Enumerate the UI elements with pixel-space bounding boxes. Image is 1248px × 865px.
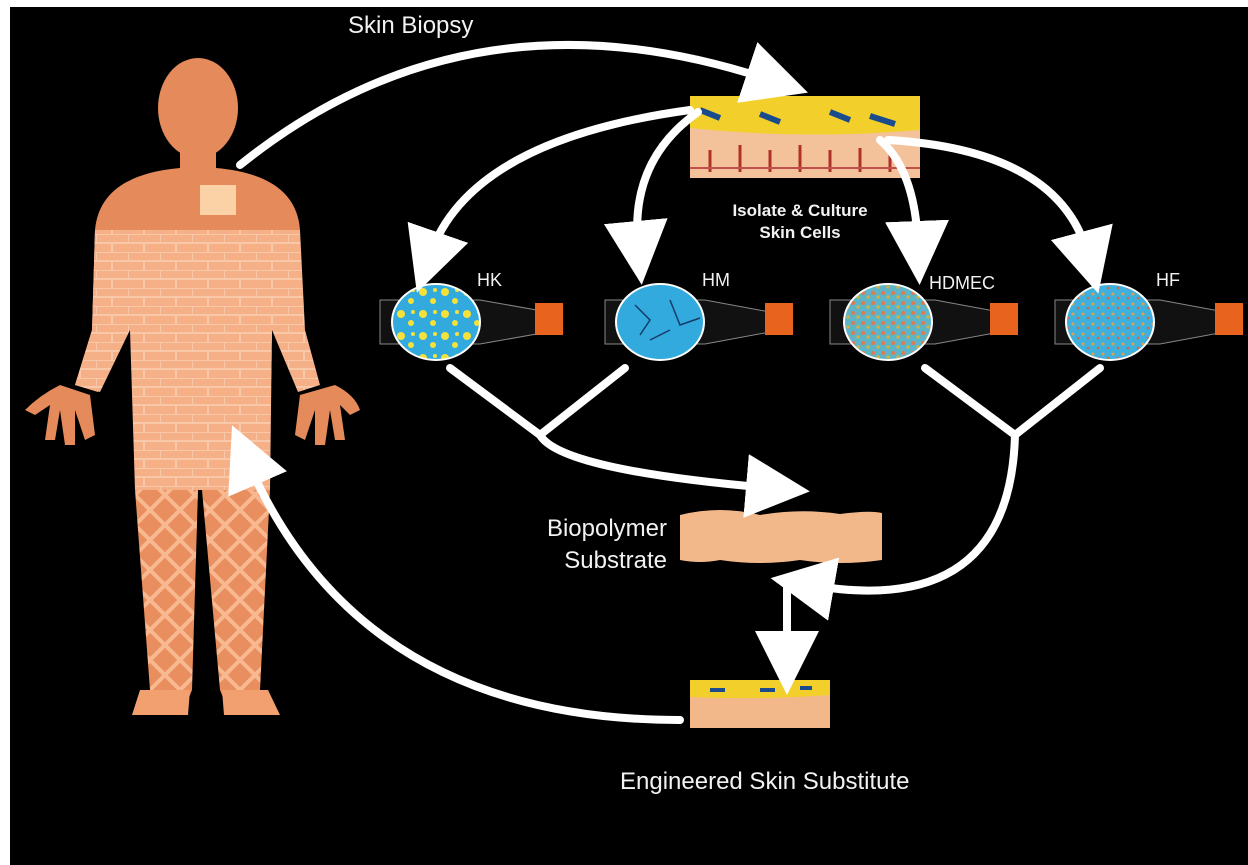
biopolymer-substrate-block	[680, 510, 882, 563]
label-hf: HF	[1156, 270, 1180, 291]
engineered-skin-block	[690, 680, 830, 728]
arrow-graft-return	[248, 462, 680, 720]
label-biopolymer-line1: Biopolymer	[515, 513, 667, 545]
label-hm: HM	[702, 270, 730, 291]
label-isolate-culture: Isolate & Culture Skin Cells	[700, 200, 900, 244]
label-engineered-skin: Engineered Skin Substitute	[620, 768, 910, 796]
label-biopolymer-line2: Substrate	[515, 545, 667, 577]
flow-arrows	[240, 45, 1100, 720]
label-biopolymer-substrate: Biopolymer Substrate	[515, 513, 667, 577]
label-isolate-line2: Skin Cells	[700, 222, 900, 244]
arrow-to-hm	[637, 112, 698, 245]
arrow-to-hk	[430, 110, 690, 255]
dish-hm	[605, 284, 793, 360]
dish-hk	[380, 284, 563, 360]
dish-hf	[1055, 284, 1243, 360]
label-skin-biopsy: Skin Biopsy	[348, 12, 473, 40]
label-hk: HK	[477, 270, 502, 291]
label-hdmec: HDMEC	[929, 273, 995, 294]
label-isolate-line1: Isolate & Culture	[700, 200, 900, 222]
arrow-hk-hm-merge	[450, 368, 770, 488]
dish-hdmec	[830, 284, 1018, 360]
human-body-figure	[25, 58, 360, 715]
